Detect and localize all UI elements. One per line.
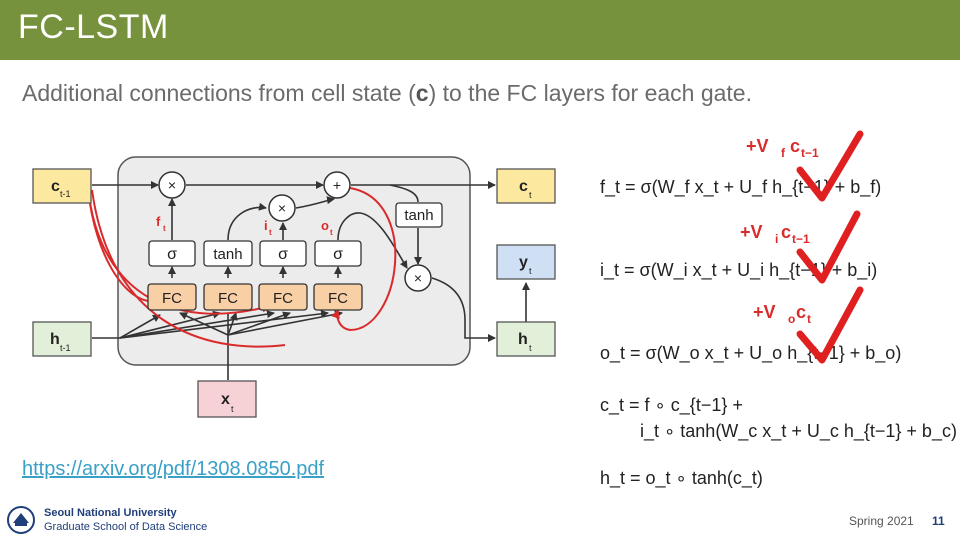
tanh-box-g: tanh [203,240,253,267]
y-out-label: y [519,254,528,271]
arxiv-link[interactable]: https://arxiv.org/pdf/1308.0850.pdf [22,458,325,480]
equation-c-line2: i_t ∘ tanh(W_c x_t + U_c h_{t−1} + b_c) [640,421,957,442]
sigma-box-o: σ [314,240,362,267]
fc-f-label: FC [162,290,182,307]
tanh-g-label: tanh [213,246,242,263]
add-term-o-c-sub: t [807,312,811,326]
h-out-sub: t [529,343,532,353]
add-term-f: +V [746,136,769,156]
add-term-f-c-sub: t−1 [801,146,819,160]
add-term-o-sub: o [788,312,795,326]
fc-box-g: FC [203,283,253,311]
c-prev-box: c t-1 [32,168,92,204]
page-number: 11 [932,514,945,528]
fc-box-i: FC [258,283,308,311]
sigma-box-i: σ [259,240,307,267]
c-out-sub: t [529,190,532,200]
h-out-box: h t [496,321,556,357]
h-prev-label: h [50,331,60,348]
fc-box-f: FC [147,283,197,311]
gate-o-sub: t [330,228,333,237]
check-icon-o [796,286,864,364]
fc-box-o: FC [313,283,363,311]
red-peephole-connections [87,187,397,348]
term-label: Spring 2021 [849,514,914,528]
equation-f: f_t = σ(W_f x_t + U_f h_{t−1} + b_f) [600,177,881,198]
c-prev-label: c [51,178,60,195]
x-in-sub: t [231,404,234,414]
add-term-i-sub: i [775,232,778,246]
sigma-i-label: σ [278,246,288,263]
sigma-f-label: σ [167,246,177,263]
c-out-box: c t [496,168,556,204]
equation-i: i_t = σ(W_i x_t + U_i h_{t−1} + b_i) [600,260,877,281]
h-out-label: h [518,331,528,348]
gate-f-sub: t [163,224,166,233]
add-term-i: +V [740,222,763,242]
op-multiply-o-label: × [414,270,422,286]
gate-o-label: o [321,218,329,233]
slide-title: FC-LSTM [18,8,169,46]
check-icon-i [796,210,861,284]
slide-subtitle: Additional connections from cell state (… [22,80,752,107]
gate-f-label: f [156,214,161,229]
c-prev-sub: t-1 [60,189,71,199]
sigma-box-f: σ [148,240,196,267]
fc-o-label: FC [328,290,348,307]
tanh-box-c: tanh [395,202,443,228]
op-multiply-o: × [404,264,432,292]
add-term-i-c-sub: t−1 [792,232,810,246]
add-term-o: +V [753,302,776,322]
y-out-box: y t [496,244,556,280]
op-plus: + [323,171,351,199]
institution: Seoul National University Graduate Schoo… [44,506,207,534]
h-prev-box: h t-1 [32,321,92,357]
check-icon-f [796,130,864,202]
add-term-f-sub: f [781,146,786,160]
title-bar [0,0,960,60]
equation-o: o_t = σ(W_o x_t + U_o h_{t−1} + b_o) [600,343,901,364]
gate-i-sub: t [269,228,272,237]
subtitle-bold-c: c [415,80,429,106]
snu-logo-icon [7,506,35,534]
add-term-o-c: c [796,302,806,322]
add-term-i-c: c [781,222,791,242]
op-multiply-i: × [268,194,296,222]
subtitle-part-2: ) to the FC layers for each gate. [428,80,752,106]
op-multiply-f-label: × [168,177,176,193]
institution-name: Seoul National University [44,507,177,519]
fc-g-label: FC [218,290,238,307]
subtitle-part-1: Additional connections from cell state ( [22,80,416,106]
fc-i-label: FC [273,290,293,307]
add-term-f-c: c [790,136,800,156]
institution-school: Graduate School of Data Science [44,521,208,533]
equation-h: h_t = o_t ∘ tanh(c_t) [600,468,763,489]
equation-c-line1: c_t = f ∘ c_{t−1} + [600,395,743,416]
x-in-label: x [221,391,230,408]
gate-i-label: i [264,218,268,233]
sigma-o-label: σ [333,246,343,263]
op-plus-label: + [333,177,341,193]
h-prev-sub: t-1 [60,343,71,353]
op-multiply-i-label: × [278,200,286,216]
op-multiply-f: × [158,171,186,199]
c-out-label: c [519,178,528,195]
y-out-sub: t [529,266,532,276]
tanh-c-label: tanh [404,207,433,224]
x-in-box: x t [197,380,257,418]
